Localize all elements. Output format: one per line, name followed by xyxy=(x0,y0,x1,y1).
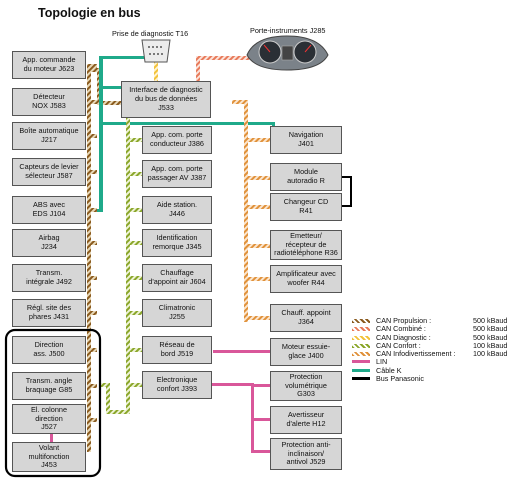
module-j587[interactable]: Capteurs de levier sélecteur J587 xyxy=(12,158,86,186)
instrument-cluster-icon xyxy=(246,35,329,71)
legend-name: CAN Combiné : xyxy=(376,324,426,334)
diagnostic-plug-icon xyxy=(141,39,171,63)
legend-name: CAN Propulsion : xyxy=(376,316,432,325)
steering-group-highlight xyxy=(4,328,102,478)
legend-rate: 100 kBaud xyxy=(473,340,508,350)
module-h12[interactable]: Avertisseur d'alerte H12 xyxy=(270,406,342,434)
hatched-line-icon xyxy=(352,327,370,332)
legend-name: Bus Panasonic xyxy=(376,374,424,384)
bus-legend: CAN Propulsion : 500 kBaud CAN Combiné : 5… xyxy=(352,316,512,384)
module-g303[interactable]: Protection volumétrique G303 xyxy=(270,371,342,401)
hatched-line-icon xyxy=(352,335,370,340)
legend-name: CAN Infodivertissement : xyxy=(376,349,456,359)
solid-line-icon xyxy=(352,360,370,364)
can-combine-bus xyxy=(196,56,278,84)
lin-bus xyxy=(50,350,270,453)
legend-name: Câble K xyxy=(376,365,402,375)
solid-line-icon xyxy=(352,377,370,381)
module-j431[interactable]: Régl. site des phares J431 xyxy=(12,299,86,327)
module-j104[interactable]: ABS avec EDS J104 xyxy=(12,196,86,224)
bus-panasonic xyxy=(342,176,352,207)
legend-row: CAN Propulsion : 500 kBaud xyxy=(352,316,512,325)
module-j345[interactable]: Identification remorque J345 xyxy=(142,229,212,257)
module-j527[interactable]: El. colonne direction J527 xyxy=(12,404,86,434)
page-title: Topologie en bus xyxy=(38,6,141,20)
legend-name: CAN Diagnostic : xyxy=(376,332,431,342)
legend-name: LIN xyxy=(376,357,388,367)
module-j234[interactable]: Airbag J234 xyxy=(12,229,86,257)
can-diagnostic-bus xyxy=(154,62,158,84)
legend-rate: 500 kBaud xyxy=(473,332,508,342)
module-autoradio-r[interactable]: Module autoradio R xyxy=(270,163,342,191)
legend-row: LIN xyxy=(352,357,512,367)
module-j217[interactable]: Boîte automatique J217 xyxy=(12,122,86,150)
can-infodivertissement-bus xyxy=(232,100,270,322)
module-j583[interactable]: Détecteur NOX J583 xyxy=(12,88,86,116)
legend-rate: 100 kBaud xyxy=(473,349,508,359)
module-j500[interactable]: Direction ass. J500 xyxy=(12,336,86,364)
legend-row: CAN Combiné : 500 kBaud xyxy=(352,324,512,334)
module-j387[interactable]: App. com. porte passager AV J387 xyxy=(142,160,212,188)
can-confort-bus xyxy=(100,118,142,414)
module-j453[interactable]: Volant multifonction J453 xyxy=(12,442,86,472)
module-j492[interactable]: Transm. intégrale J492 xyxy=(12,264,86,292)
legend-name: CAN Confort : xyxy=(376,340,421,350)
legend-rate: 500 kBaud xyxy=(473,324,508,334)
hatched-line-icon xyxy=(352,319,370,323)
hatched-line-icon xyxy=(352,343,370,348)
module-g85[interactable]: Transm. angle braquage G85 xyxy=(12,372,86,400)
module-r44[interactable]: Amplificateur avec woofer R44 xyxy=(270,265,342,293)
module-j533[interactable]: Interface de diagnostic du bus de donnée… xyxy=(121,81,211,118)
legend-rate: 500 kBaud xyxy=(473,316,508,325)
module-j393[interactable]: Electronique confort J393 xyxy=(142,371,212,399)
module-j386[interactable]: App. com. porte conducteur J386 xyxy=(142,126,212,154)
module-j401[interactable]: Navigation J401 xyxy=(270,126,342,154)
legend-row: CAN Diagnostic : 500 kBaud xyxy=(352,332,512,342)
module-j519[interactable]: Réseau de bord J519 xyxy=(142,336,212,364)
module-j604[interactable]: Chauffage d'appoint air J604 xyxy=(142,264,212,292)
module-j255[interactable]: Climatronic J255 xyxy=(142,299,212,327)
legend-row: Bus Panasonic xyxy=(352,374,512,384)
module-j446[interactable]: Aide station. J446 xyxy=(142,196,212,224)
module-j364[interactable]: Chauff. appoint J364 xyxy=(270,304,342,332)
diagnostic-plug-label: Prise de diagnostic T16 xyxy=(112,29,189,38)
module-j623[interactable]: App. commande du moteur J623 xyxy=(12,51,86,79)
module-r36[interactable]: Emetteur/ récepteur de radiotéléphone R3… xyxy=(270,230,342,260)
module-r41[interactable]: Changeur CD R41 xyxy=(270,193,342,221)
legend-row: Câble K xyxy=(352,365,512,375)
solid-line-icon xyxy=(352,368,370,372)
legend-row: CAN Confort : 100 kBaud xyxy=(352,340,512,350)
hatched-line-icon xyxy=(352,352,370,357)
module-j529[interactable]: Protection anti- inclinaison/ antivol J5… xyxy=(270,438,342,470)
module-j400[interactable]: Moteur essuie- glace J400 xyxy=(270,338,342,366)
instrument-cluster-label: Porte-instruments J285 xyxy=(250,26,326,35)
legend-row: CAN Infodivertissement : 100 kBaud xyxy=(352,349,512,359)
